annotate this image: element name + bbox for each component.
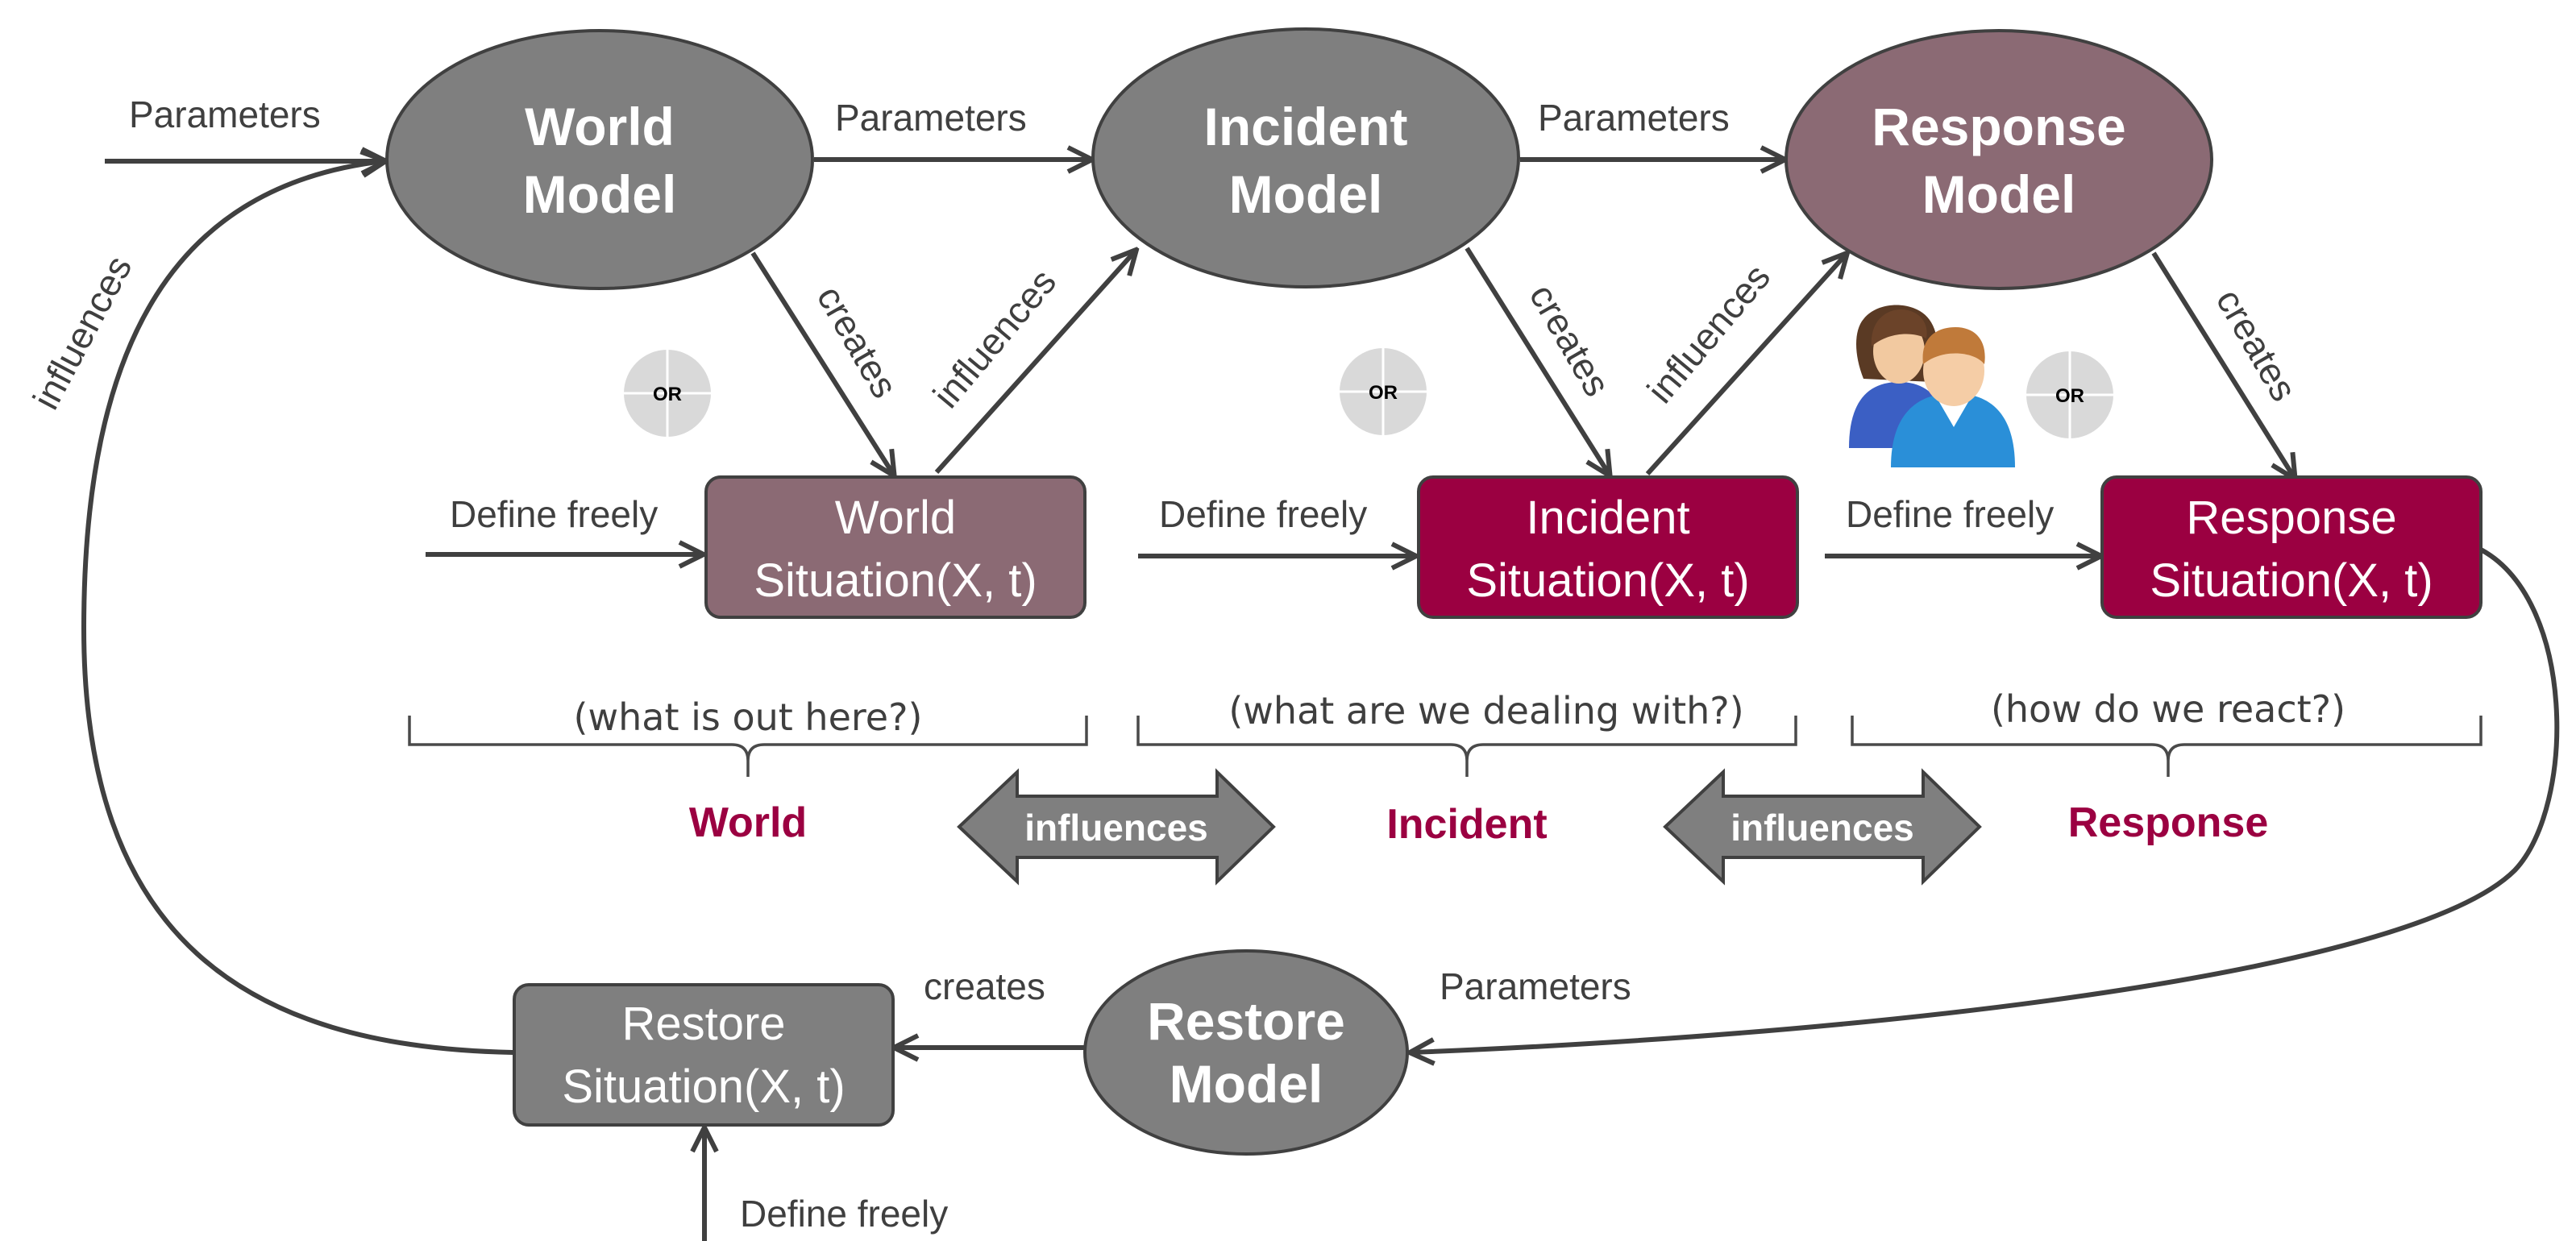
- response-model-line-1: Response: [1872, 97, 2125, 156]
- label-define-world: Define freely: [450, 493, 658, 535]
- incident-brace: [1136, 716, 1797, 777]
- influences-double-arrow-2: influences: [1663, 768, 1982, 886]
- influences-arrow-incident: [1645, 255, 1846, 476]
- influences-arrow-world: [934, 251, 1135, 475]
- label-influences-world: influences: [924, 261, 1064, 416]
- or-badge-world-label: OR: [653, 384, 682, 405]
- label-parameters-response: Parameters: [1538, 97, 1730, 139]
- creates-arrow-world: [750, 251, 893, 474]
- label-define-restore: Define freely: [740, 1193, 948, 1235]
- restore-situation-line-2: Situation(X, t): [562, 1060, 845, 1113]
- response-situation-box: Response Situation(X, t): [2100, 475, 2483, 619]
- response-situation-line-2: Situation(X, t): [2150, 554, 2433, 607]
- influences-double-arrow-1: influences: [957, 768, 1276, 886]
- question-world: (what is out here?): [574, 695, 923, 739]
- world-model-shape: [385, 29, 814, 290]
- world-situation-box: World Situation(X, t): [704, 475, 1086, 619]
- world-model-line-1: World: [525, 97, 675, 156]
- question-incident: (what are we dealing with?): [1228, 689, 1743, 733]
- section-incident: Incident: [1386, 801, 1547, 848]
- label-creates-world: creates: [809, 279, 906, 405]
- world-model: World Model: [385, 29, 814, 290]
- response-model: Response Model: [1785, 29, 2213, 290]
- incident-model: Incident Model: [1091, 27, 1520, 288]
- or-badge-response-label: OR: [2055, 385, 2084, 407]
- label-creates-incident: creates: [1522, 277, 1618, 404]
- influences-double-arrow-2-label: influences: [1730, 807, 1914, 849]
- or-badge-world: OR: [624, 350, 711, 437]
- restore-model-line-2: Model: [1170, 1054, 1323, 1114]
- incident-model-shape: [1091, 27, 1520, 288]
- incident-situation-line-2: Situation(X, t): [1466, 554, 1749, 607]
- incident-model-line-1: Incident: [1203, 97, 1407, 156]
- response-model-shape: [1785, 29, 2213, 290]
- incident-situation-line-1: Incident: [1526, 492, 1689, 544]
- world-situation-line-1: World: [835, 492, 956, 544]
- label-creates-response: creates: [2208, 282, 2305, 409]
- section-world: World: [689, 799, 807, 846]
- response-situation-line-1: Response: [2186, 492, 2396, 544]
- label-creates-restore: creates: [924, 965, 1045, 1007]
- label-influences-loop: influences: [24, 249, 139, 416]
- label-define-incident: Define freely: [1159, 493, 1367, 535]
- world-brace: [408, 716, 1088, 777]
- section-response: Response: [2068, 799, 2269, 846]
- or-badge-response: OR: [2026, 351, 2113, 438]
- or-badge-incident: OR: [1340, 348, 1427, 435]
- restore-model-shape: [1083, 949, 1409, 1156]
- influences-double-arrow-1-label: influences: [1024, 807, 1208, 849]
- world-model-line-2: Model: [523, 164, 677, 224]
- label-parameters-world: Parameters: [129, 93, 321, 135]
- restore-situation-box: Restore Situation(X, t): [513, 983, 895, 1127]
- restore-situation-line-1: Restore: [621, 998, 785, 1050]
- creates-arrow-response: [2151, 251, 2294, 477]
- response-brace: [1851, 716, 2483, 777]
- label-parameters-restore: Parameters: [1440, 965, 1631, 1007]
- creates-arrow-incident: [1465, 247, 1609, 474]
- or-badge-incident-label: OR: [1369, 382, 1398, 404]
- restore-to-world-curve: [81, 161, 515, 1055]
- restore-model: Restore Model: [1083, 949, 1409, 1156]
- label-define-response: Define freely: [1846, 493, 2054, 535]
- incident-model-line-2: Model: [1229, 164, 1383, 224]
- incident-situation-box: Incident Situation(X, t): [1417, 475, 1799, 619]
- restore-model-line-1: Restore: [1147, 991, 1345, 1051]
- response-model-line-2: Model: [1922, 164, 2076, 224]
- label-parameters-incident: Parameters: [835, 97, 1027, 139]
- question-response: (how do we react?): [1991, 687, 2345, 731]
- world-situation-line-2: Situation(X, t): [754, 554, 1037, 607]
- response-to-restore-curve: [1412, 546, 2560, 1052]
- label-influences-incident: influences: [1639, 256, 1778, 411]
- people-icon: [1849, 305, 2015, 467]
